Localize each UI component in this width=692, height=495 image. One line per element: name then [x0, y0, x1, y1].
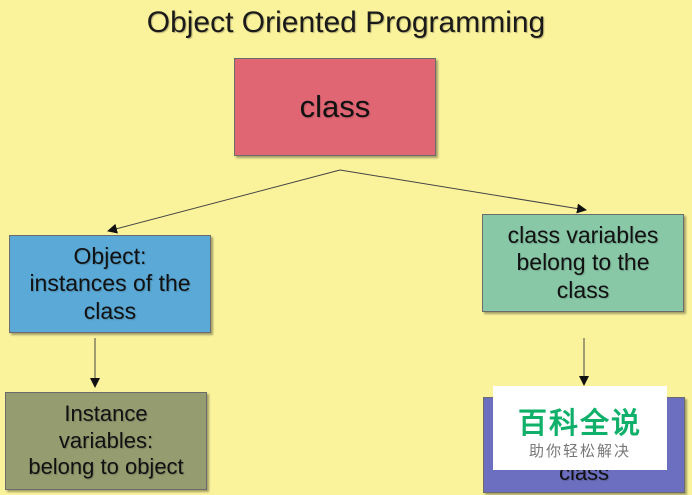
diagram-title: Object Oriented Programming	[146, 6, 546, 39]
class-variables-node: class variables belong to the class	[482, 214, 684, 312]
arrow-class-to-class-variables	[339, 169, 587, 214]
object-node: Object: instances of the class	[9, 235, 211, 333]
instance-variables-node-label: Instance variables: belong to object	[28, 401, 184, 480]
watermark-logo: 百科全说 助你轻松解决	[493, 386, 667, 470]
watermark-main-text: 百科全说	[517, 406, 642, 440]
class-variables-node-label: class variables belong to the class	[507, 221, 659, 303]
arrow-class-to-object	[107, 169, 341, 234]
object-node-label: Object: instances of the class	[29, 242, 191, 324]
watermark-sub-text: 助你轻松解决	[528, 442, 631, 460]
class-node: class	[234, 58, 436, 156]
instance-variables-node: Instance variables: belong to object	[5, 392, 207, 490]
class-node-label: class	[299, 89, 371, 125]
